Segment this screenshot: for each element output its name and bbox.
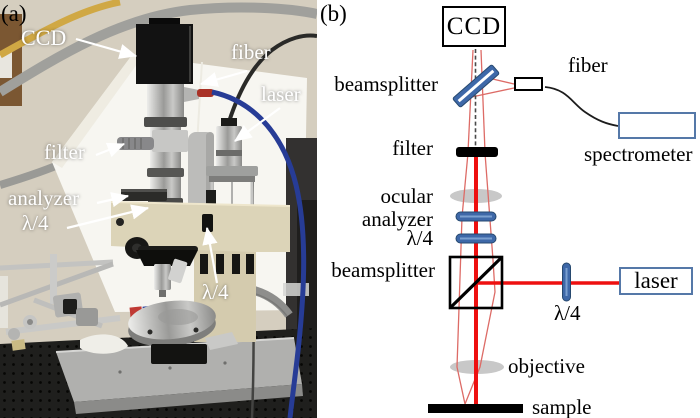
panel-a-photo: (a) CCD fiber laser filter analyzer λ/4 … bbox=[0, 0, 317, 418]
vent-slot bbox=[246, 254, 254, 274]
laser-head bbox=[216, 126, 242, 168]
substage bbox=[151, 344, 207, 364]
breadboard-top bbox=[56, 338, 302, 402]
fiber-curve bbox=[544, 86, 619, 127]
frame-post bbox=[50, 254, 57, 304]
arm-knob-center bbox=[27, 319, 33, 325]
vent-slot bbox=[200, 254, 208, 274]
fiber-port bbox=[184, 87, 199, 102]
arrow-laser bbox=[234, 107, 281, 142]
ccd-box: CCD bbox=[442, 6, 506, 47]
filter-housing bbox=[152, 130, 188, 152]
ray-upper-left bbox=[467, 49, 474, 153]
laser-head-band bbox=[216, 150, 242, 156]
label-quarter-wave-photo-2: λ/4 bbox=[202, 280, 229, 304]
cube-beamsplitter bbox=[448, 255, 504, 310]
label-analyzer: analyzer bbox=[361, 207, 433, 231]
analyzer-highlight bbox=[121, 189, 167, 192]
arm-rod bbox=[5, 315, 121, 335]
sample-element bbox=[428, 404, 523, 413]
nosepiece bbox=[136, 250, 198, 266]
objective-tip bbox=[159, 290, 166, 297]
label-laser-photo: laser bbox=[261, 82, 301, 106]
panel-b-schematic: CCD laser (b) beamsplitter fiber spectro… bbox=[317, 0, 700, 418]
paper-edge-shade bbox=[52, 55, 140, 168]
wall-sticker bbox=[0, 52, 12, 78]
fiber-sleeve-red bbox=[197, 89, 214, 97]
stage-screw bbox=[147, 329, 153, 335]
panel-a-tag: (a) bbox=[1, 1, 27, 26]
plate-beamsplitter bbox=[452, 64, 500, 108]
label-filter-photo: filter bbox=[44, 140, 85, 164]
breadboard-hole bbox=[223, 361, 227, 365]
ccd-camera bbox=[136, 24, 193, 84]
body-highlight bbox=[110, 201, 291, 207]
label-ccd-photo: CCD bbox=[21, 25, 67, 50]
arrow-filter bbox=[95, 142, 126, 158]
arm-clamp-black bbox=[63, 299, 77, 314]
column-ring bbox=[144, 117, 187, 127]
label-spectrometer: spectrometer bbox=[584, 142, 693, 166]
stage-screw bbox=[193, 327, 199, 333]
small-knob bbox=[116, 218, 124, 226]
arrow-quarter-wave-1 bbox=[66, 204, 150, 230]
label-objective: objective bbox=[508, 354, 585, 378]
fiber-cable-blue bbox=[211, 89, 307, 418]
plate-beamsplitter-stripe bbox=[457, 69, 495, 103]
stage-center bbox=[158, 309, 198, 325]
label-quarter-wave-photo-1: λ/4 bbox=[22, 211, 49, 235]
label-analyzer-photo: analyzer bbox=[8, 186, 80, 210]
cube-diagonal bbox=[449, 256, 503, 309]
photo-illustration bbox=[0, 0, 317, 418]
breadboard-hole bbox=[168, 366, 172, 370]
label-beamsplitter-cube: beamsplitter bbox=[331, 258, 435, 282]
camera-adapter bbox=[147, 84, 184, 120]
arrow-ccd bbox=[75, 37, 138, 59]
laser-box: laser bbox=[619, 267, 693, 295]
laser-mount-disc2 bbox=[209, 176, 255, 182]
ray-upper-right bbox=[480, 49, 486, 153]
ccd-box-label: CCD bbox=[446, 12, 502, 40]
gray-tube bbox=[0, 2, 317, 97]
objective-lens-photo2 bbox=[168, 258, 188, 284]
label-quarter-wave-laser: λ/4 bbox=[554, 301, 581, 325]
laser-mount-disc bbox=[206, 166, 258, 176]
vent-slot bbox=[216, 254, 224, 274]
column-band bbox=[147, 168, 184, 177]
laser-box-label: laser bbox=[634, 268, 678, 293]
breadboard-edge bbox=[74, 384, 303, 414]
label-sample: sample bbox=[532, 395, 592, 418]
label-fiber: fiber bbox=[568, 53, 608, 77]
label-ocular: ocular bbox=[380, 184, 433, 208]
fiber-coupler-box bbox=[514, 77, 543, 91]
arrow-analyzer bbox=[96, 192, 130, 208]
label-beamsplitter-top: beamsplitter bbox=[334, 72, 438, 96]
polarization-optics bbox=[455, 211, 497, 244]
cage-clamp bbox=[206, 190, 216, 204]
laser-head-fitting bbox=[221, 118, 237, 128]
white-paper-piece bbox=[80, 334, 128, 354]
filter-element bbox=[456, 147, 498, 157]
spectrometer-box bbox=[618, 112, 696, 139]
panel-b-tag: (b) bbox=[320, 1, 347, 26]
optical-schematic bbox=[428, 49, 619, 413]
camera-top bbox=[149, 18, 180, 26]
label-fiber-photo: fiber bbox=[231, 40, 271, 64]
arm-knob2 bbox=[8, 328, 20, 340]
brass-piece bbox=[11, 339, 26, 351]
yellow-tube bbox=[0, 0, 121, 59]
stage-tongue bbox=[205, 332, 238, 350]
arm-clamp2 bbox=[76, 308, 98, 326]
arrow-quarter-wave-2 bbox=[202, 226, 219, 284]
arrow-fiber bbox=[199, 69, 248, 87]
label-filter: filter bbox=[392, 136, 433, 160]
objective-lens-photo bbox=[154, 264, 171, 290]
breadboard-hole bbox=[118, 370, 122, 374]
vent-slot bbox=[232, 254, 240, 274]
label-quarter-wave-upper: λ/4 bbox=[406, 226, 433, 250]
